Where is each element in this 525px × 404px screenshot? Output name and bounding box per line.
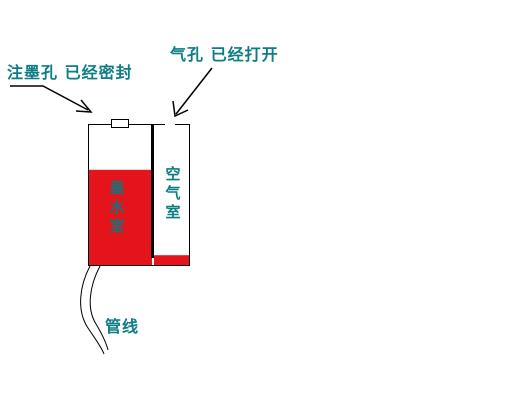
tube-line-outer: [80, 265, 105, 355]
air-chamber-label: 空 气 室: [163, 165, 183, 222]
air-chamber-ink-fill: [154, 255, 189, 265]
tube-label: 管线: [105, 317, 140, 336]
arrow-air-hole: [175, 67, 213, 115]
fill-hole-label: 注墨孔 已经密封: [7, 63, 133, 82]
arrow-air-hole-head: [172, 100, 189, 118]
ink-chamber-ink-fill: [89, 169, 152, 265]
ink-chamber-label-text: 墨 水 室: [109, 179, 125, 235]
air-chamber-label-text: 空 气 室: [165, 165, 181, 221]
arrow-fill-hole-head: [75, 99, 93, 113]
air-hole-label: 气孔 已经打开: [170, 45, 279, 64]
ink-chamber-label: 墨 水 室: [107, 179, 127, 236]
arrow-fill-hole: [10, 85, 89, 111]
fill-hole-plug: [111, 119, 129, 128]
chamber-divider: [151, 124, 154, 258]
tube-line-inner: [89, 265, 109, 351]
cartridge-body: [88, 124, 190, 266]
air-hole-opening: [165, 123, 175, 126]
